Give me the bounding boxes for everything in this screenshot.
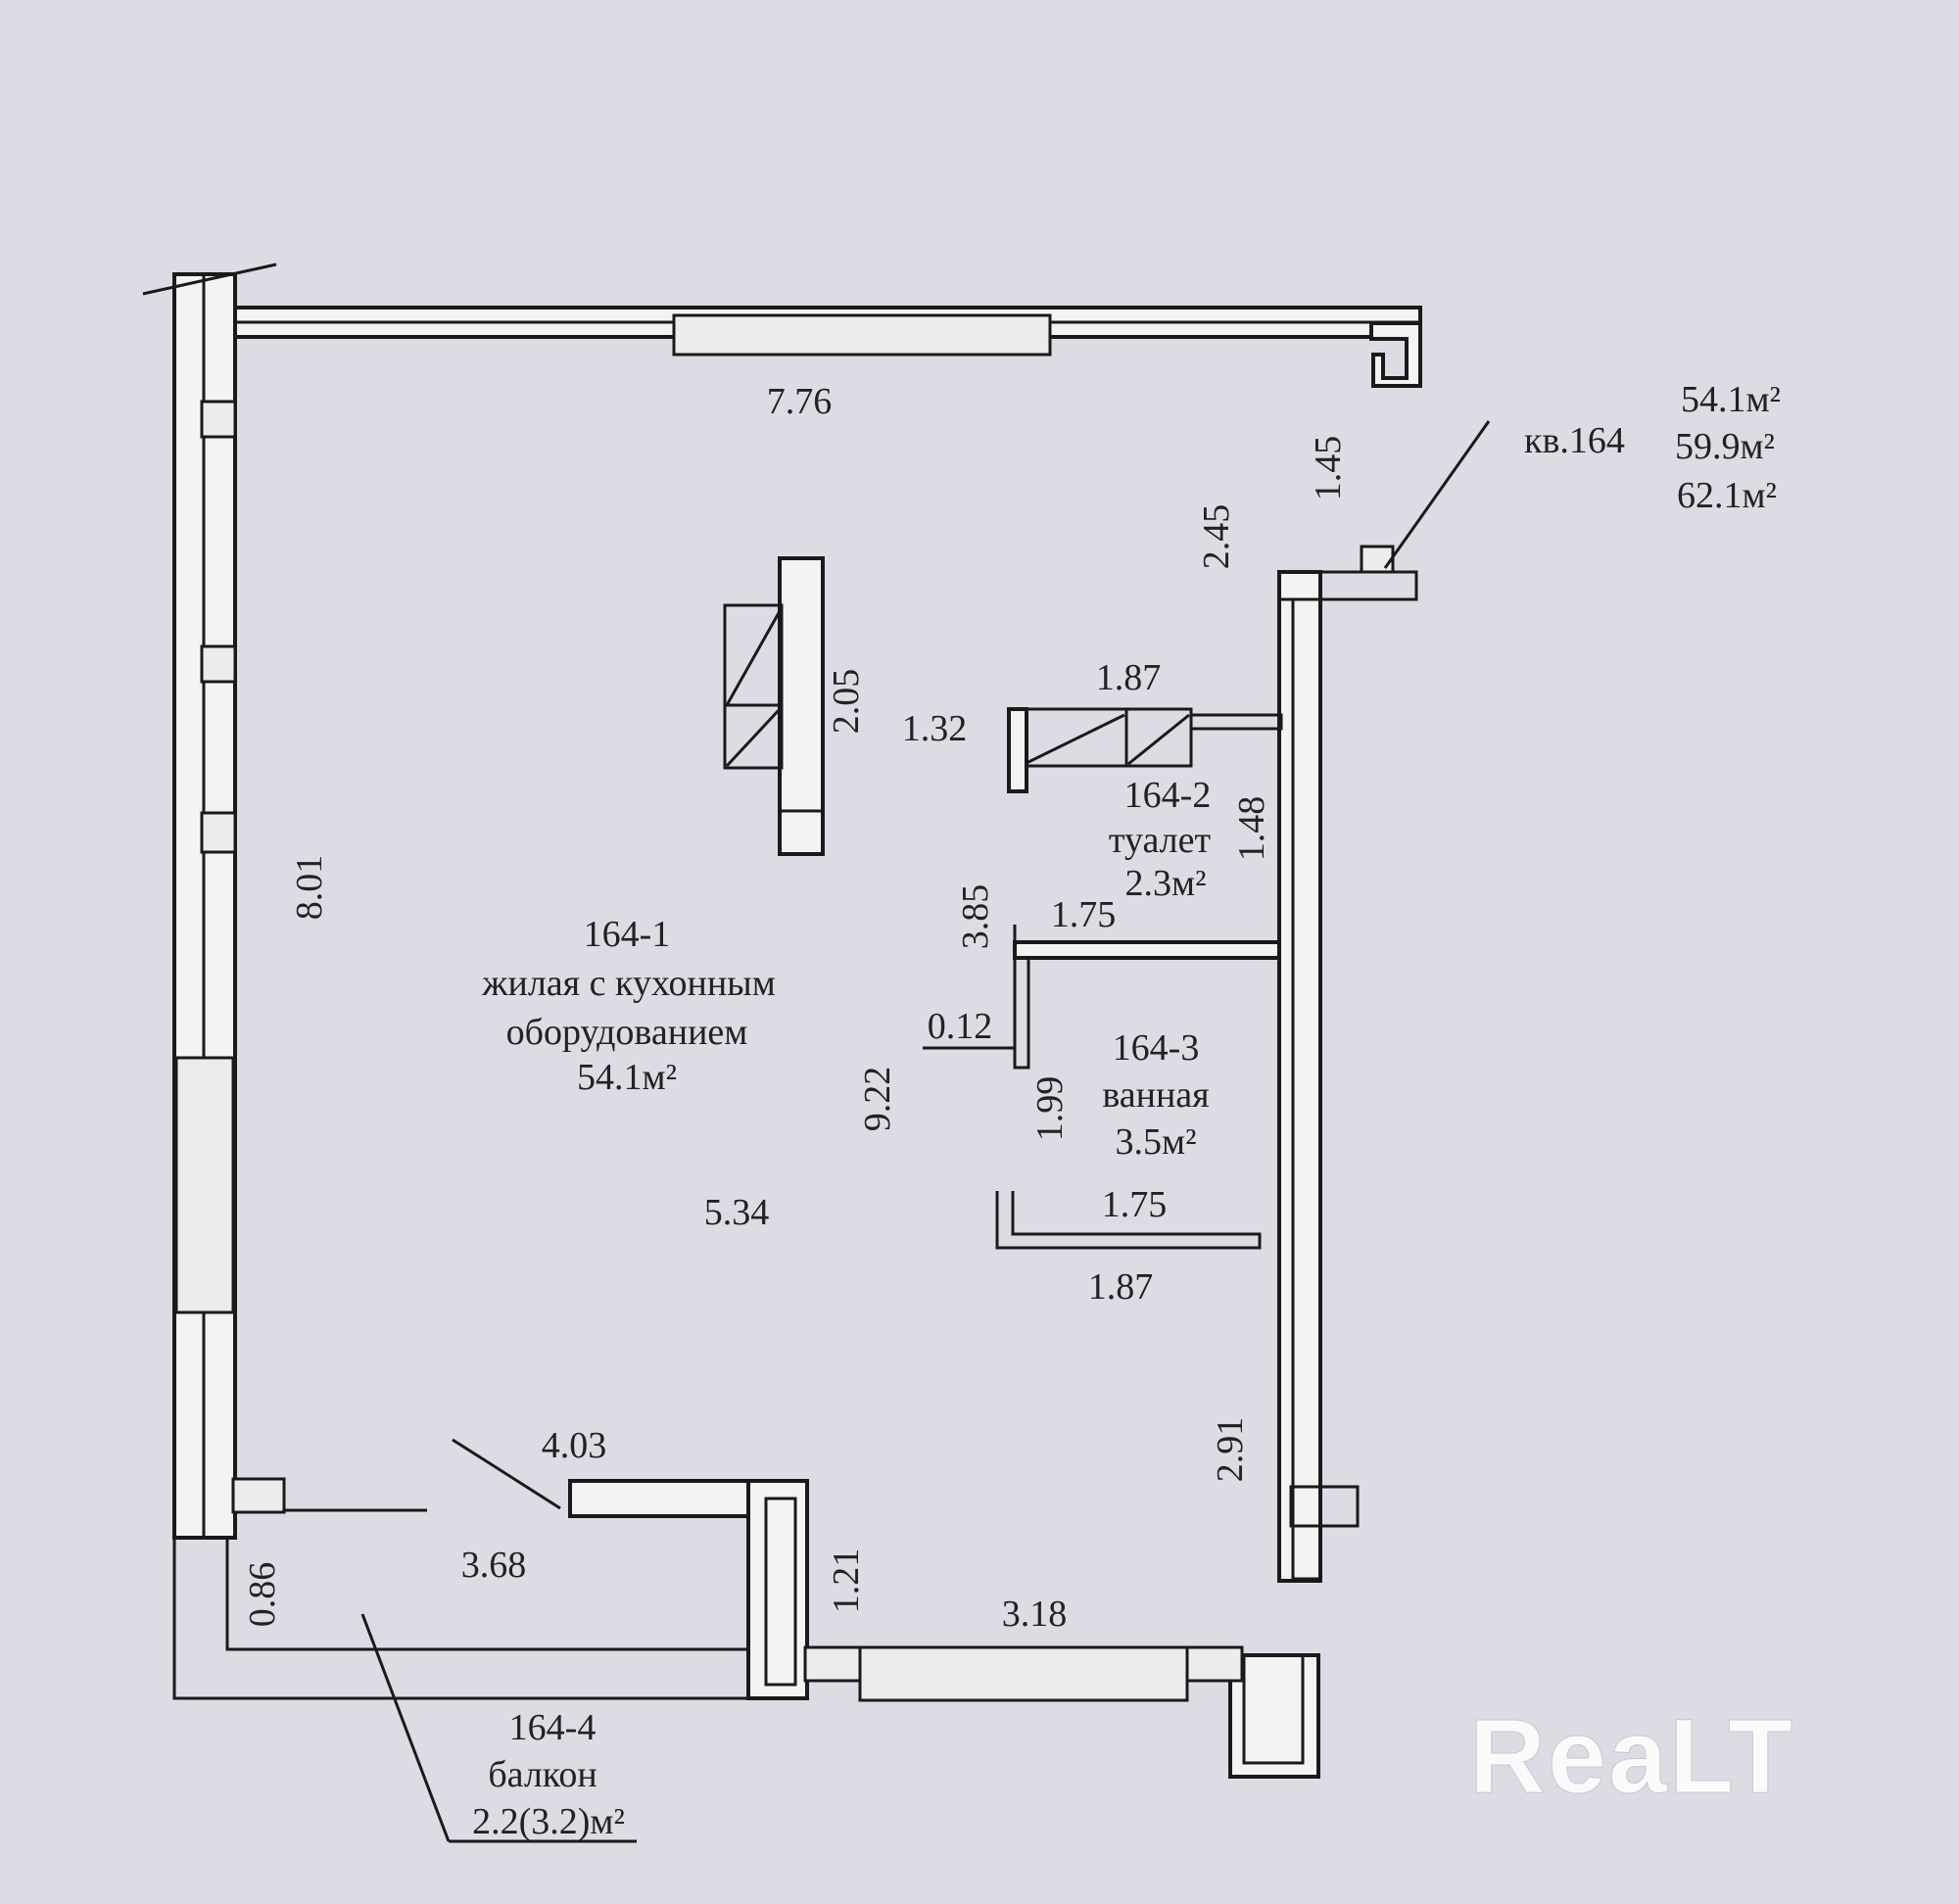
balcony-inner (225, 1538, 748, 1651)
dim-bath-height: 1.99 (1029, 1076, 1071, 1142)
dim-wc-top: 1.87 (1096, 657, 1162, 698)
room-164-1-area: 54.1м² (577, 1057, 677, 1098)
room-164-3-name: ванная (1102, 1074, 1209, 1116)
balcony-outline (172, 1538, 748, 1700)
niche-window (858, 1645, 1189, 1702)
left-wall-inner-line (172, 272, 206, 1540)
niche-corner-right (1185, 1645, 1244, 1683)
dim-left-height: 8.01 (289, 855, 330, 921)
room-164-2-area: 2.3м² (1125, 863, 1207, 904)
interior (723, 556, 1283, 1250)
wc-stub (1007, 707, 1028, 793)
right-wall-bottom-inner (1242, 1653, 1305, 1765)
kitchen-unit-diag2 (725, 707, 782, 768)
room-164-3-area: 3.5м² (1116, 1121, 1197, 1163)
apt-leader (1383, 420, 1491, 569)
dim-room-width: 5.34 (704, 1192, 770, 1233)
wc-wall-top (1189, 713, 1283, 731)
right-wall (1277, 570, 1322, 1583)
partition-2 (995, 1191, 1262, 1250)
dim-step-top: 4.03 (542, 1425, 607, 1466)
dim-niche-width: 3.18 (1002, 1594, 1068, 1635)
partition-1-wall (1013, 940, 1281, 960)
dim-wc-depth: 1.32 (902, 708, 968, 749)
right-wall-notch (1289, 1485, 1360, 1528)
dim-wall-thick: 0.12 (928, 1006, 993, 1047)
step-wall-side-inner (764, 1497, 797, 1687)
top-window (672, 313, 1052, 357)
left-wall-tick (142, 262, 277, 296)
top-right-end (1369, 321, 1422, 388)
dim-room-depth: 9.22 (857, 1067, 898, 1132)
kitchen-unit-diag1 (725, 610, 782, 706)
dim-bath-top: 1.75 (1051, 894, 1117, 935)
apartment-area-2: 59.9м² (1675, 426, 1775, 467)
niche-corner-left (803, 1645, 862, 1683)
apartment-area-1: 54.1м² (1681, 379, 1781, 420)
walls (142, 262, 1422, 1779)
dim-top-width: 7.76 (767, 381, 833, 422)
apartment-area-3: 62.1м² (1677, 475, 1777, 516)
realt-watermark: ReaLT (1469, 1696, 1794, 1815)
left-window-3 (200, 811, 237, 854)
wc-unit-diag2 (1127, 713, 1190, 766)
kitchen-column-cap (778, 809, 825, 856)
dim-corridor-len: 3.85 (955, 884, 996, 950)
room-164-1-id: 164-1 (584, 914, 671, 955)
room-164-2-id: 164-2 (1124, 775, 1212, 816)
room-164-2-name: туалет (1109, 820, 1212, 861)
dim-stair-len: 2.05 (826, 669, 867, 735)
dim-bath-base: 1.87 (1088, 1266, 1154, 1308)
left-corner-block (231, 1477, 286, 1514)
wc-unit-diag1 (1024, 713, 1125, 766)
left-window-4 (174, 1056, 235, 1314)
room-164-1-name2: оборудованием (506, 1012, 748, 1053)
room-164-4-id: 164-4 (509, 1707, 597, 1748)
step-wall-side (746, 1479, 809, 1700)
room-164-4-area: 2.2(3.2)м² (472, 1801, 625, 1842)
dim-bath-bottom: 1.75 (1102, 1184, 1168, 1225)
room-164-3-id: 164-3 (1113, 1027, 1200, 1069)
dim-right-top-1: 1.45 (1308, 436, 1349, 501)
left-window-1 (200, 400, 237, 439)
riser-box (1360, 545, 1395, 574)
balcony-leader (360, 1613, 451, 1842)
dim-right-top-2: 2.45 (1196, 504, 1237, 570)
dim-balcony-depth: 0.86 (242, 1562, 283, 1628)
dim-balcony-len: 3.68 (461, 1545, 527, 1586)
left-window-2 (200, 644, 237, 684)
dim-right-lower: 2.91 (1210, 1417, 1251, 1483)
right-wall-cap (1277, 570, 1418, 601)
kitchen-unit (723, 603, 784, 770)
room-164-4-name: балкон (488, 1754, 597, 1795)
room-164-1-name: жилая с кухонным (481, 963, 776, 1004)
apartment-label: кв.164 (1524, 420, 1625, 461)
dim-niche-height: 1.21 (826, 1548, 867, 1614)
step-leader (452, 1438, 561, 1510)
dim-wc-height: 1.48 (1231, 796, 1272, 862)
